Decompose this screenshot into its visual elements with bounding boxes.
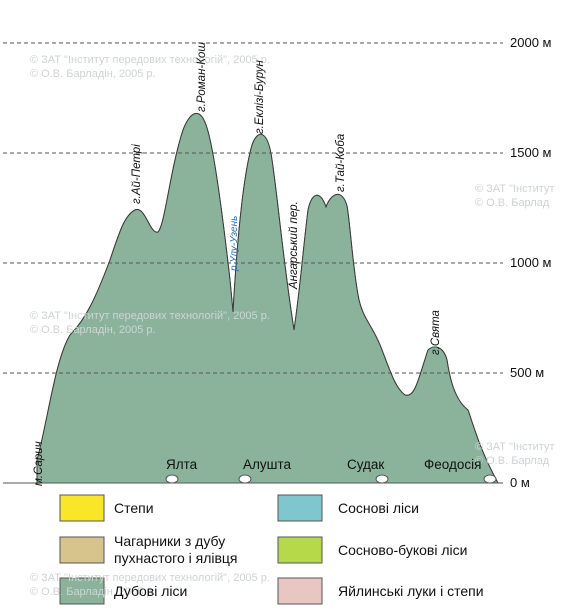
town-label-feodosia: Феодосія (424, 457, 482, 472)
elevation-label-1500: 1500 м (510, 145, 552, 160)
legend-label-shrub: Чагарники з дубу пухнастого і ялівця (114, 533, 238, 566)
legend-swatch-steppe (59, 494, 105, 522)
legend-swatch-pine-beech (277, 536, 323, 564)
peak-label-ai-petri: г.Ай-Петрі (131, 144, 143, 204)
watermark-line2: © О.В. Барладін, 2005 р. (30, 324, 156, 336)
elevation-label-0: 0 м (510, 475, 530, 490)
peak-label-tai-koba: г.Тай-Коба (335, 133, 347, 192)
town-label-alushta: Алушта (243, 457, 292, 472)
watermark-line1: © ЗАТ "Інститут передових технологій", 2… (30, 310, 270, 322)
pass-label-angarsky: Ангарський пер. (288, 201, 300, 289)
legend-label-meadow: Яйлинські луки і степи (338, 583, 484, 599)
legend-label-pine-beech: Сосново-букові ліси (338, 542, 468, 558)
legend-swatch-pine (277, 494, 323, 522)
watermark-line2: © О.В. Барладін, 2005 р. (30, 68, 156, 80)
peak-label-sviata: г.Свята (430, 310, 442, 355)
legend-label-oak: Дубові ліси (114, 583, 188, 599)
legend-label-steppe: Степи (114, 500, 154, 516)
legend-swatch-oak (59, 577, 105, 605)
legend-swatch-shrub (59, 536, 105, 564)
peak-label-roman-kosh: г.Роман-Кош (196, 42, 208, 112)
elevation-label-1000: 1000 м (510, 255, 552, 270)
river-label-uzen: р.Улу-Узень (229, 215, 240, 271)
watermark-line2: © О.В. Барладін, 2005 р. (30, 586, 156, 598)
legend-label-pine: Соснові ліси (338, 500, 419, 516)
watermark-partial2: © О.В. Барлад (475, 197, 550, 209)
cape-label-saruch: м.Сарич (33, 441, 45, 486)
town-label-sudak: Судак (347, 457, 385, 472)
elevation-label-500: 500 м (510, 365, 545, 380)
watermark-partial1: © ЗАТ "Інститут (475, 441, 555, 453)
watermark-line1: © ЗАТ "Інститут передових технологій", 2… (30, 572, 270, 584)
watermark-line1: © ЗАТ "Інститут передових технологій", 2… (30, 54, 270, 66)
town-label-yalta: Ялта (166, 457, 198, 472)
watermark-partial2: © О.В. Барлад (475, 455, 550, 467)
watermark-partial1: © ЗАТ "Інститут (475, 183, 555, 195)
town-markers (165, 474, 497, 484)
elevation-gridlines (3, 42, 503, 374)
legend-swatch-meadow (277, 577, 323, 605)
peak-label-eklizi-burun: г.Еклізі-Бурун (254, 60, 266, 134)
elevation-label-2000: 2000 м (510, 35, 552, 50)
